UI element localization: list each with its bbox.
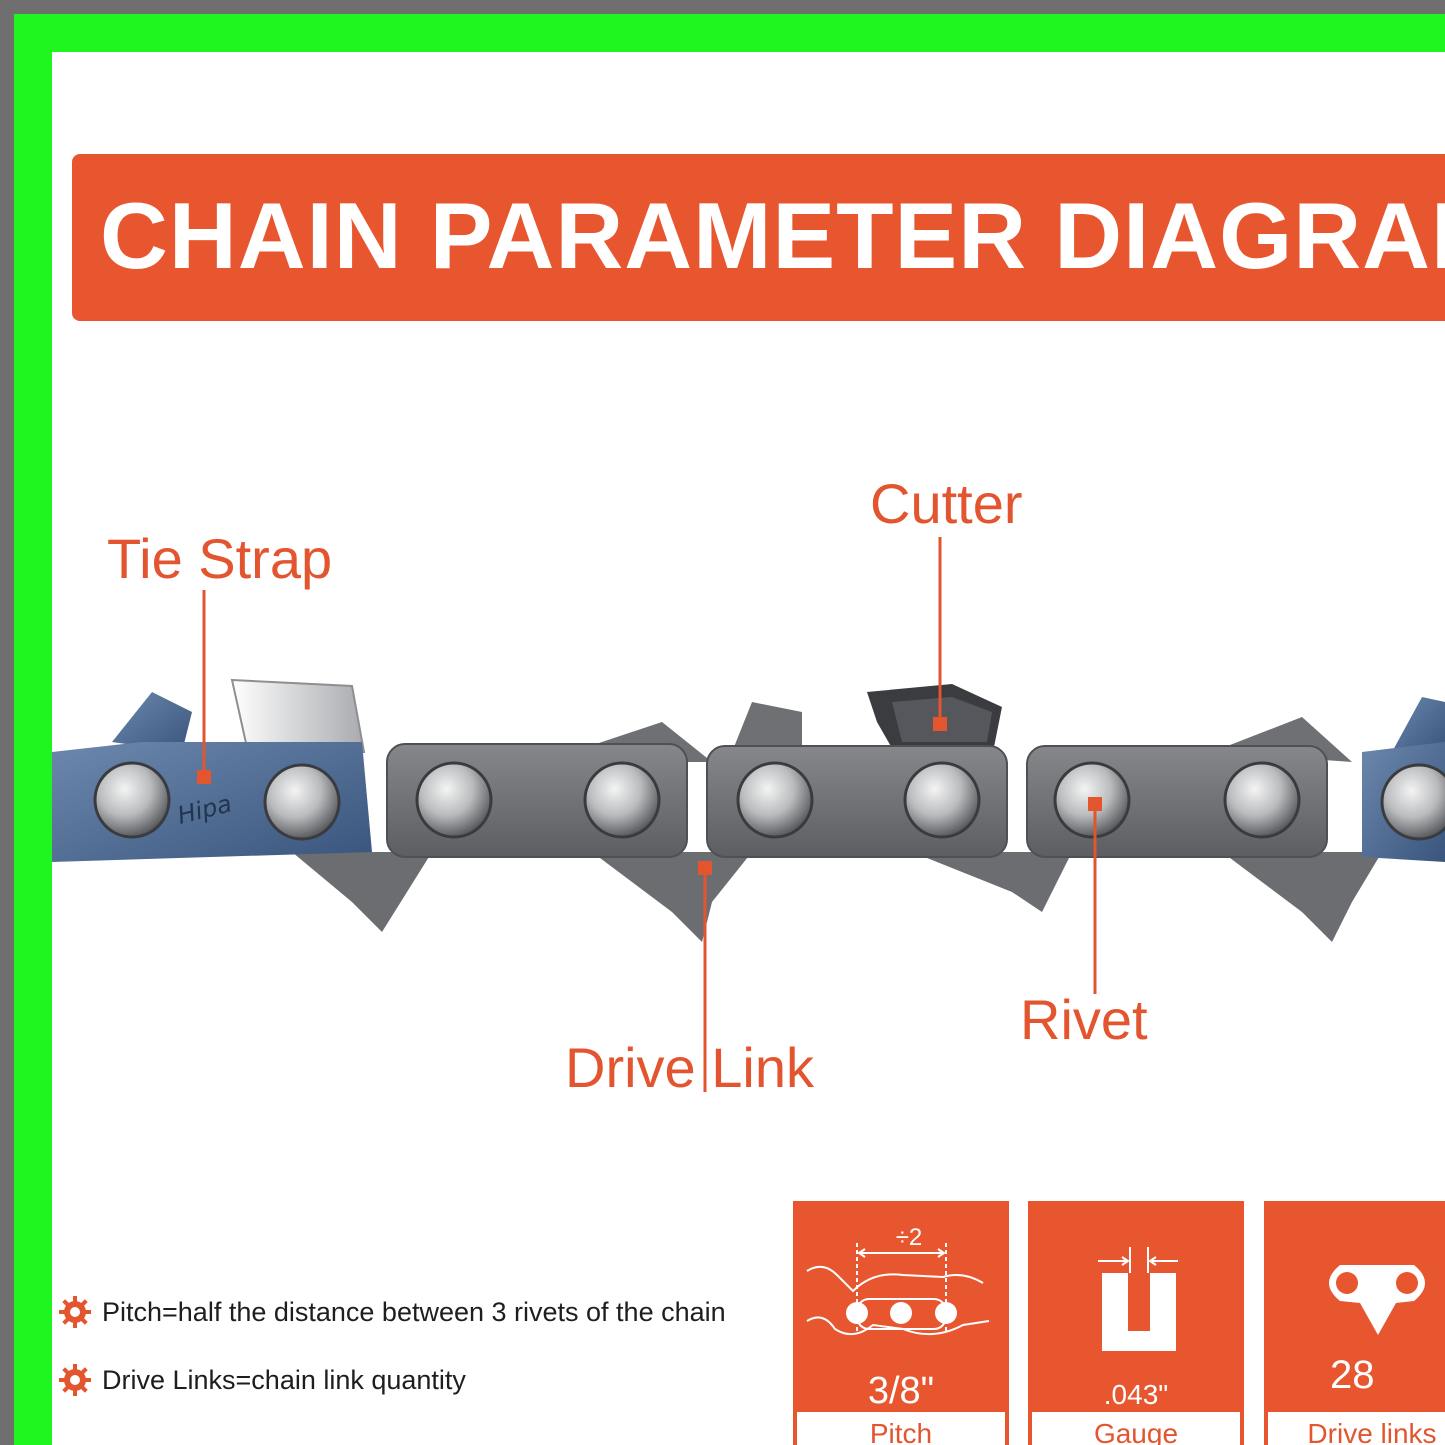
drive-link-icon: [1329, 1265, 1425, 1335]
spec-label-box: Gauge: [1032, 1412, 1240, 1445]
spec-label-gauge: Gauge: [1093, 1418, 1179, 1445]
gear-icon: [59, 1364, 91, 1396]
note-drive-links-text: Drive Links=chain link quantity: [102, 1364, 466, 1395]
callout-cutter: Cutter: [870, 472, 1023, 535]
gear-icon: [59, 1296, 91, 1328]
chain-illustration: Hipa: [52, 537, 1445, 1092]
spec-card-gauge: .043" Gauge: [1028, 1201, 1244, 1445]
note-drive-links: Drive Links=chain link quantity: [58, 1363, 466, 1397]
spec-value-drive-links: 28: [1330, 1353, 1375, 1397]
note-pitch: Pitch=half the distance between 3 rivets…: [58, 1295, 726, 1329]
spec-label-pitch: Pitch: [869, 1418, 933, 1445]
callout-rivet: Rivet: [1020, 988, 1148, 1051]
title-banner: CHAIN PARAMETER DIAGRAM: [72, 154, 1445, 321]
spec-card-drive-links: 28 Drive links: [1264, 1201, 1445, 1445]
rivets: [93, 761, 1445, 841]
diagram-canvas: CHAIN PARAMETER DIAGRAM: [52, 52, 1445, 1445]
spec-value-pitch: 3/8": [867, 1370, 935, 1412]
tie-strap-chrome: [230, 678, 366, 753]
spec-label-box: Drive links: [1268, 1412, 1445, 1445]
callout-tie-strap: Tie Strap: [107, 527, 333, 590]
spec-value-gauge: .043": [1103, 1379, 1169, 1410]
page-title: CHAIN PARAMETER DIAGRAM: [100, 183, 1445, 288]
pitch-diagram-icon: ÷2: [806, 1224, 990, 1336]
callout-leaders: [197, 537, 1102, 1092]
spec-label-drive-links: Drive links: [1307, 1418, 1437, 1445]
spec-label-box: Pitch: [797, 1412, 1005, 1445]
note-pitch-text: Pitch=half the distance between 3 rivets…: [102, 1296, 726, 1327]
spec-card-pitch: ÷2 3/8" Pitch: [793, 1201, 1009, 1445]
pitch-divide-label: ÷2: [896, 1224, 923, 1251]
gauge-groove-icon: [1098, 1247, 1178, 1351]
callout-drive-link: Drive Link: [565, 1036, 814, 1099]
